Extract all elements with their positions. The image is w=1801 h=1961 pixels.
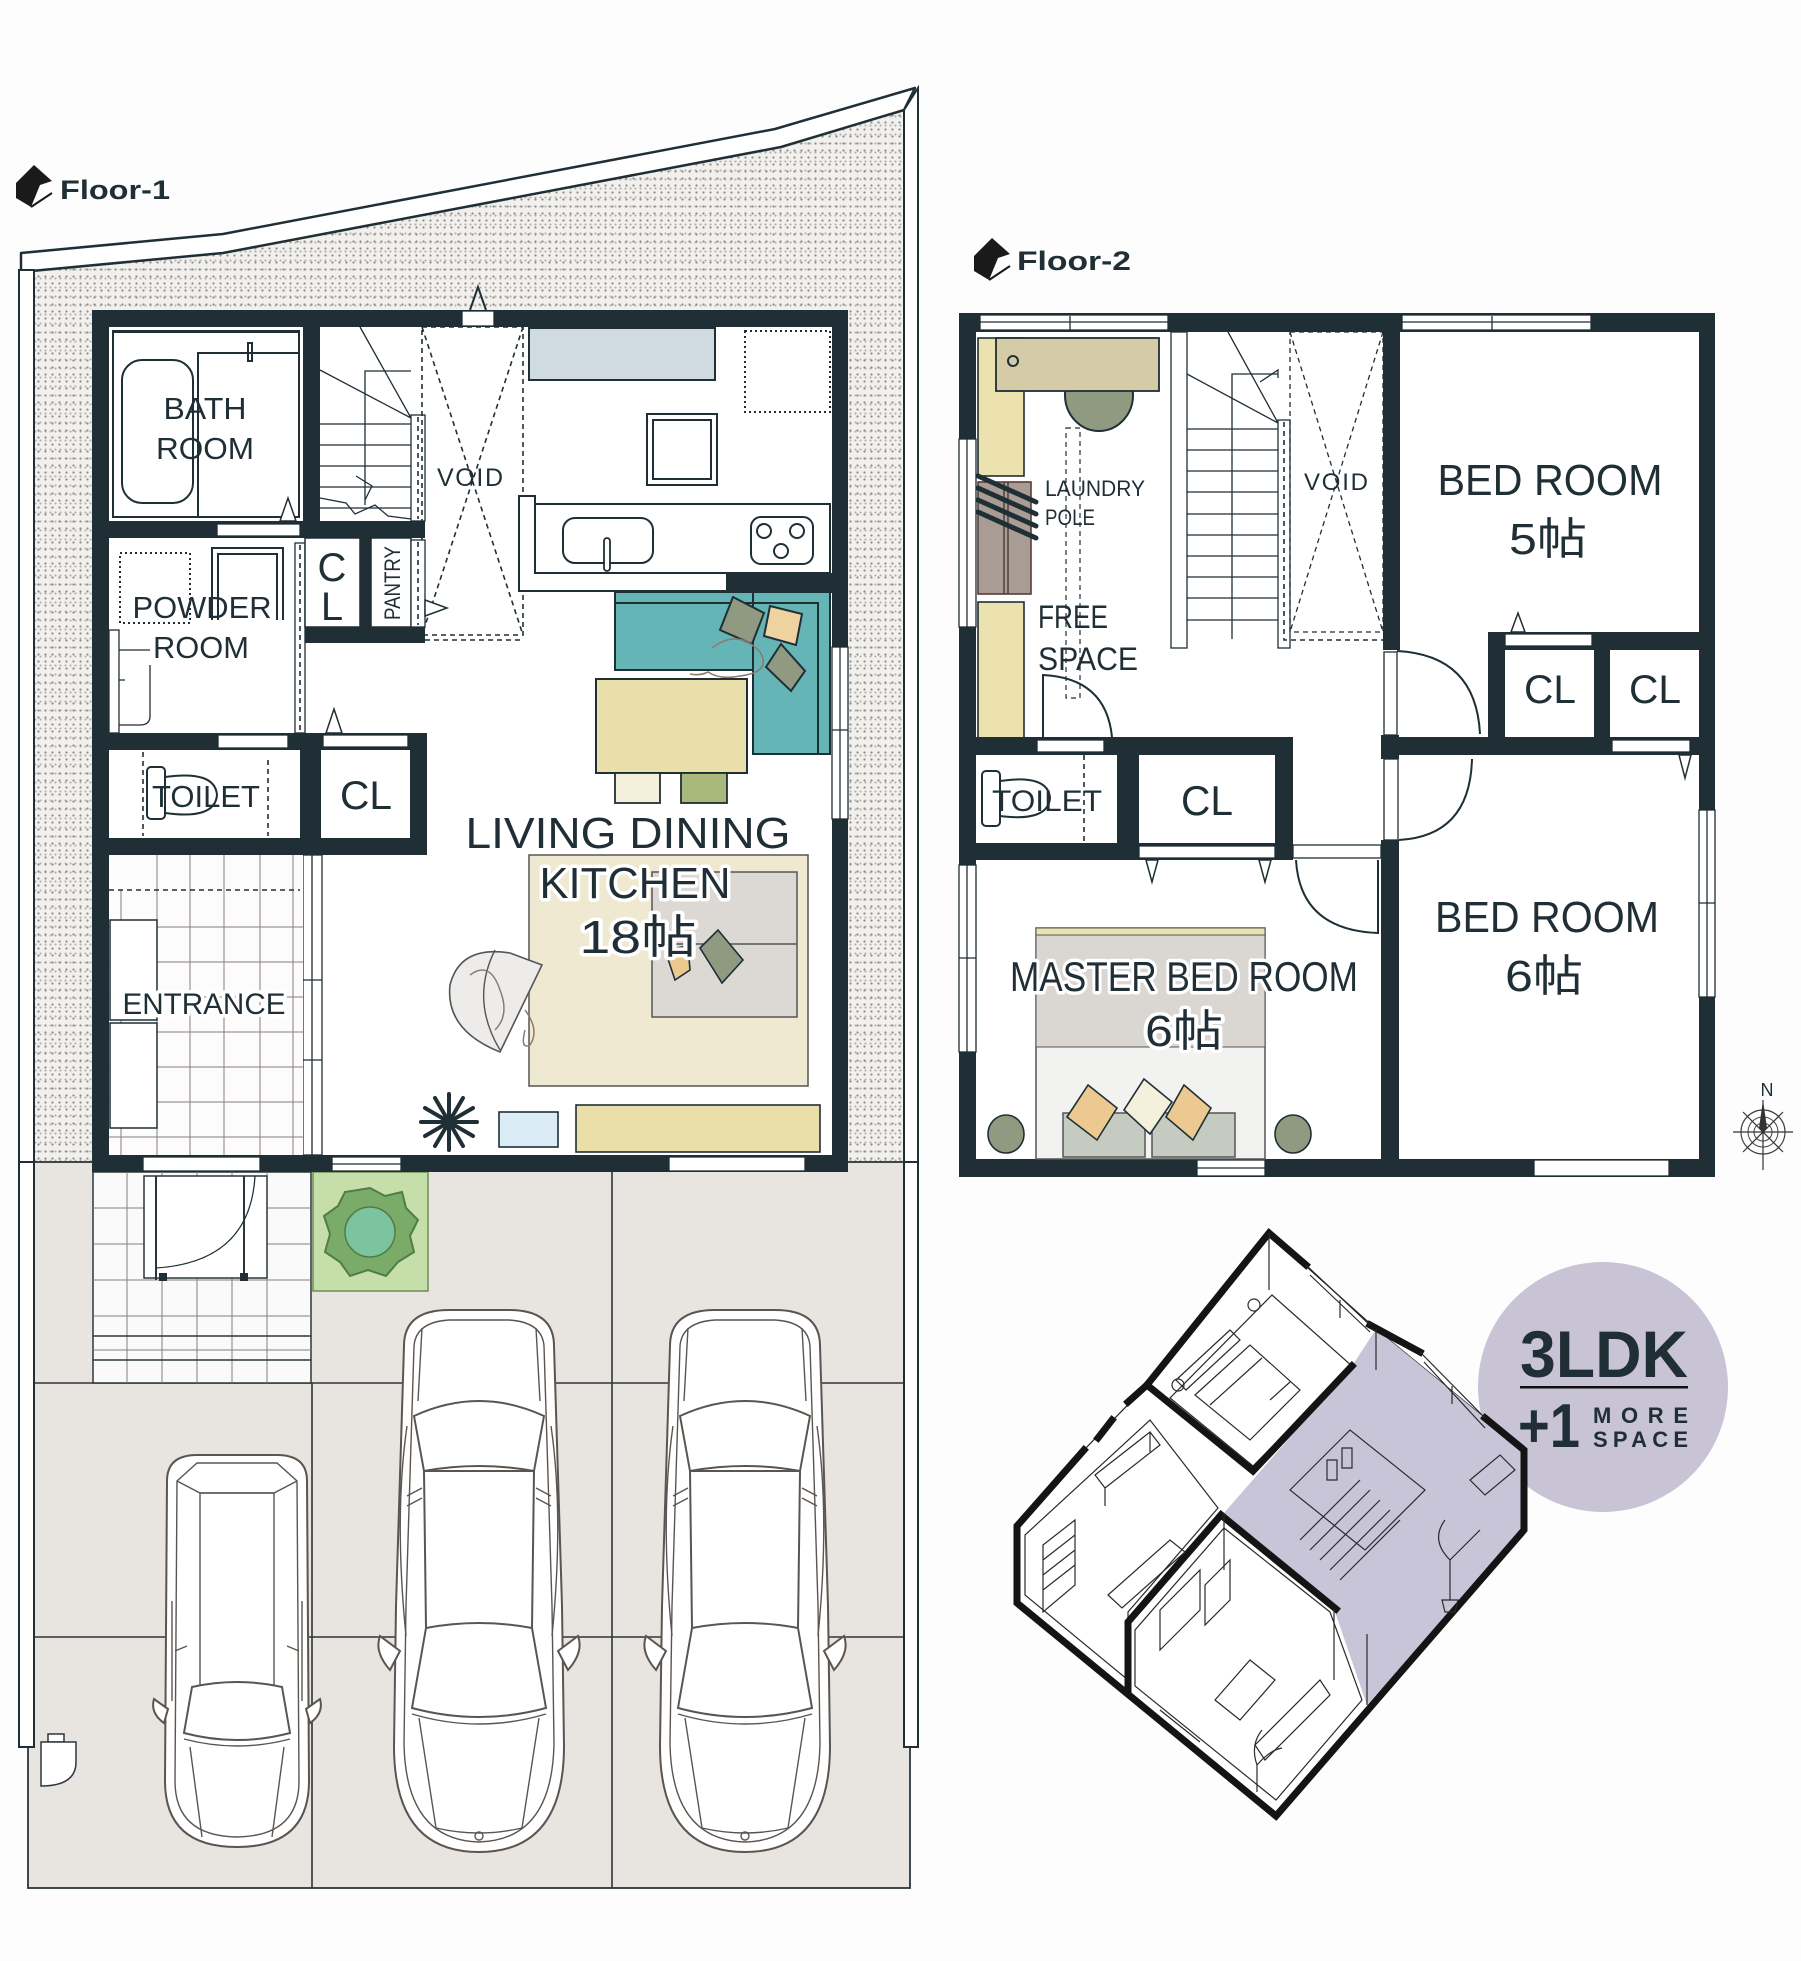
bath-room-label-2: ROOM [156,431,254,466]
void-label-floor-2: VOID [1304,469,1368,496]
free-space-label-2: SPACE [1038,641,1138,677]
bathtub-icon [121,359,194,504]
closet-vertical-label-1: C [318,546,347,590]
kitchen-back-counter [528,327,716,381]
floor-1-plan: BATH ROOM VOID [92,283,849,1172]
stove-icon [750,516,814,565]
floor-1-title: Floor-1 [16,165,170,208]
master-bed-room-label: MASTER BED ROOM [1010,953,1358,1000]
bath-room: BATH ROOM [112,330,300,522]
ldk-size-label: 18帖 [580,911,697,963]
laundry-free-space: LAUNDRY POLE FREE SPACE [975,337,1160,739]
planter [312,1171,429,1292]
staircase-floor-2 [1170,331,1383,649]
egg-chair [448,949,544,1054]
bed-room-6-size: 6帖 [1505,952,1583,1001]
entrance-hall: ENTRANCE [109,855,303,1155]
car-van [152,1454,322,1848]
laundry-pole-label-2: POLE [1045,505,1095,530]
void-label: VOID [437,464,503,492]
highlight-room [1224,1329,1524,1705]
isometric-cutaway [1013,1227,1528,1821]
potted-plant-icon [419,1092,479,1152]
shelf [977,601,1025,739]
ldk-label-2: KITCHEN [540,859,731,908]
closet-room: CL [340,774,392,818]
entry-porch [92,1171,312,1384]
toilet-room-floor-2: TOILET CL [981,755,1233,843]
closet-label-floor-2: CL [1181,777,1233,824]
car-sedan-2 [643,1309,847,1853]
bath-room-label-1: BATH [164,391,247,426]
floor-2-title: Floor-2 [974,238,1131,281]
sectional-sofa [614,591,831,755]
void-area: VOID [421,326,524,636]
nightstand [1274,1114,1312,1154]
layout-badge: 3LDK +1 MORE SPACE [1478,1262,1728,1512]
entrance-label: ENTRANCE [123,988,286,1021]
master-bed-room-size: 6帖 [1145,1007,1223,1056]
toilet-icon [146,766,166,820]
compass-north-label: N [1761,1080,1774,1100]
badge-plus-label: +1 [1518,1392,1580,1461]
bed-room-5-size: 5帖 [1509,515,1587,564]
closet-label: CL [340,774,392,818]
free-space-label-1: FREE [1038,599,1108,635]
closet-b-label: CL [1629,668,1681,712]
house-cube-icon-edge [30,192,53,208]
living-area: LIVING DINING KITCHEN 18帖 [419,806,821,1153]
dining-table [595,678,748,774]
compass-icon: N [1733,1080,1793,1170]
master-bed-room: MASTER BED ROOM 6帖 [987,927,1362,1160]
house-cube-icon [974,238,1010,280]
floor-2-plan: LAUNDRY POLE FREE SPACE [958,313,1716,1177]
shoe-cabinet [109,919,158,1021]
toilet-label: TOILET [152,779,260,814]
bed-room-5-label: BED ROOM [1438,456,1663,505]
shoe-cabinet [109,1022,158,1129]
cushion-icon [764,642,807,693]
refrigerator-space [744,330,831,413]
bed-room-6-label: BED ROOM [1435,893,1659,942]
toilet-label-floor-2: TOILET [992,785,1102,818]
badge-extra-label-2: SPACE [1593,1427,1688,1452]
toilet-icon [981,770,1001,827]
tv-bench [575,1104,821,1153]
side-table [498,1111,559,1148]
c2 [762,604,804,647]
desk [995,337,1160,392]
dining-set [595,678,748,804]
cat-sketch [689,638,765,679]
powder-room: POWDER ROOM [108,547,284,734]
dining-chair [614,772,661,804]
dining-chair [680,772,728,804]
powder-room-label-1: POWDER [133,590,272,625]
car-sedan-1 [377,1309,581,1853]
kitchen-counter [518,495,831,592]
house-cube-icon [16,165,52,207]
closet-a-label: CL [1524,668,1576,712]
void-area-floor-2: VOID [1289,331,1384,633]
closet-and-pantry: C L PANTRY [304,537,523,734]
mailbox-icon [40,1733,77,1787]
ldk-label-1: LIVING DINING [466,809,791,858]
pantry-label: PANTRY [380,546,405,620]
laundry-pole-label-1: LAUNDRY [1045,476,1145,501]
closet-vertical-label-2: L [321,585,343,629]
floor-2-label: Floor-2 [1017,246,1131,276]
bed-room-5: BED ROOM 5帖 CL CL [1438,456,1682,712]
floor-2-openings [958,314,1716,1177]
kitchen [518,327,831,592]
floor-1-label: Floor-1 [60,175,170,205]
powder-room-label-2: ROOM [153,630,249,665]
bed-room-6: BED ROOM 6帖 [1435,893,1659,1001]
kitchen-island [646,413,718,486]
badge-layout-label: 3LDK [1520,1317,1688,1391]
toilet-room: TOILET [142,752,269,836]
laundry-pole-icon [975,473,1039,541]
nightstand [987,1114,1025,1154]
floor-1-openings [142,283,849,1172]
